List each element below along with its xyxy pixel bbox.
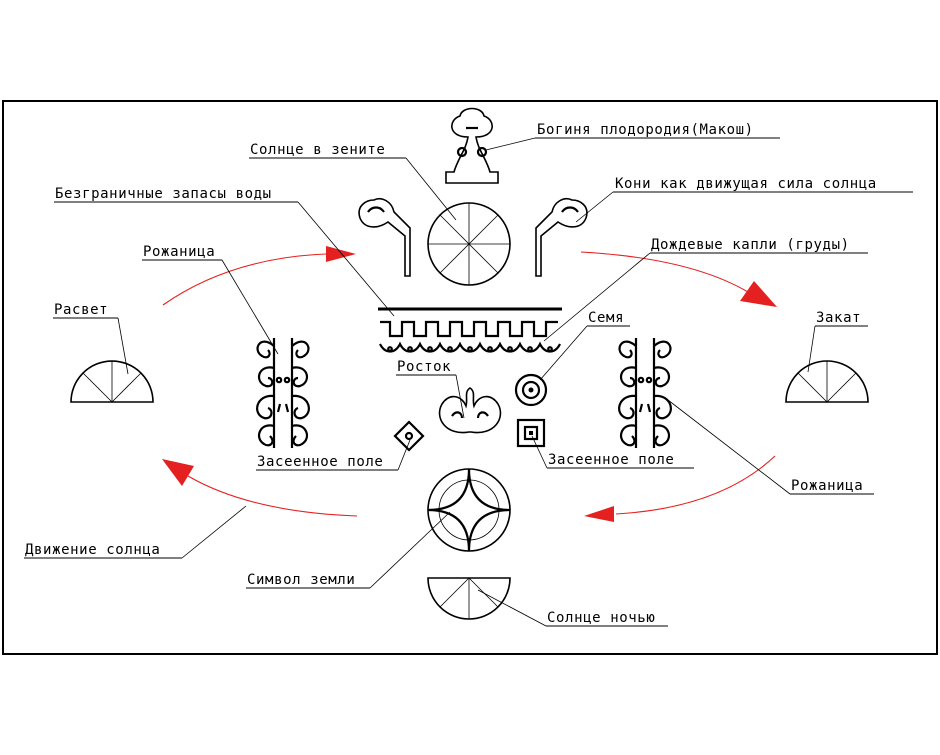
sown-field-square-icon — [516, 418, 546, 448]
label-seed: Семя — [588, 310, 624, 326]
label-rain: Дождевые капли (груды) — [651, 237, 850, 253]
sown-field-diamond-icon — [393, 420, 425, 452]
horse-right-icon — [535, 197, 588, 277]
sun-motion-arc-upper-right — [580, 251, 777, 307]
label-rozhanitsa-right: Рожаница — [791, 478, 863, 494]
label-water: Безграничные запасы воды — [55, 186, 272, 202]
label-sun-zenith: Солнце в зените — [250, 142, 385, 158]
water-ornament-icon — [378, 307, 562, 353]
dawn-half-sun-icon — [70, 360, 154, 403]
label-earth-symbol: Символ земли — [247, 572, 355, 588]
sunset-half-sun-icon — [785, 360, 869, 403]
label-sunset: Закат — [816, 310, 861, 326]
label-sprout: Росток — [397, 359, 451, 375]
rozhanitsa-right-icon — [618, 336, 672, 450]
sun-motion-arc-lower-left — [162, 459, 358, 517]
sun-motion-arc-upper-left — [162, 246, 356, 306]
sun-zenith-wheel-icon — [427, 202, 511, 286]
rain-drops-icon — [387, 346, 553, 352]
label-dawn: Расвет — [54, 302, 108, 318]
label-sown-field-right: Засеенное поле — [548, 452, 674, 468]
makosh-figure-icon — [445, 107, 499, 184]
label-makosh: Богиня плодородия(Макош) — [537, 122, 754, 138]
sun-motion-arc-lower-right — [584, 455, 776, 522]
diagram-frame — [2, 100, 938, 655]
night-sun-icon — [427, 577, 511, 620]
label-sun-motion: Движение солнца — [25, 542, 160, 558]
label-horses: Кони как движущая сила солнца — [615, 176, 877, 192]
label-sown-field-left: Засеенное поле — [257, 454, 383, 470]
horse-left-icon — [358, 197, 411, 277]
earth-symbol-icon — [427, 468, 511, 552]
label-rozhanitsa-left: Рожаница — [143, 244, 215, 260]
seed-icon — [514, 373, 548, 407]
rozhanitsa-left-icon — [256, 336, 310, 450]
sprout-icon — [438, 387, 502, 434]
label-night-sun: Солнце ночью — [547, 610, 655, 626]
